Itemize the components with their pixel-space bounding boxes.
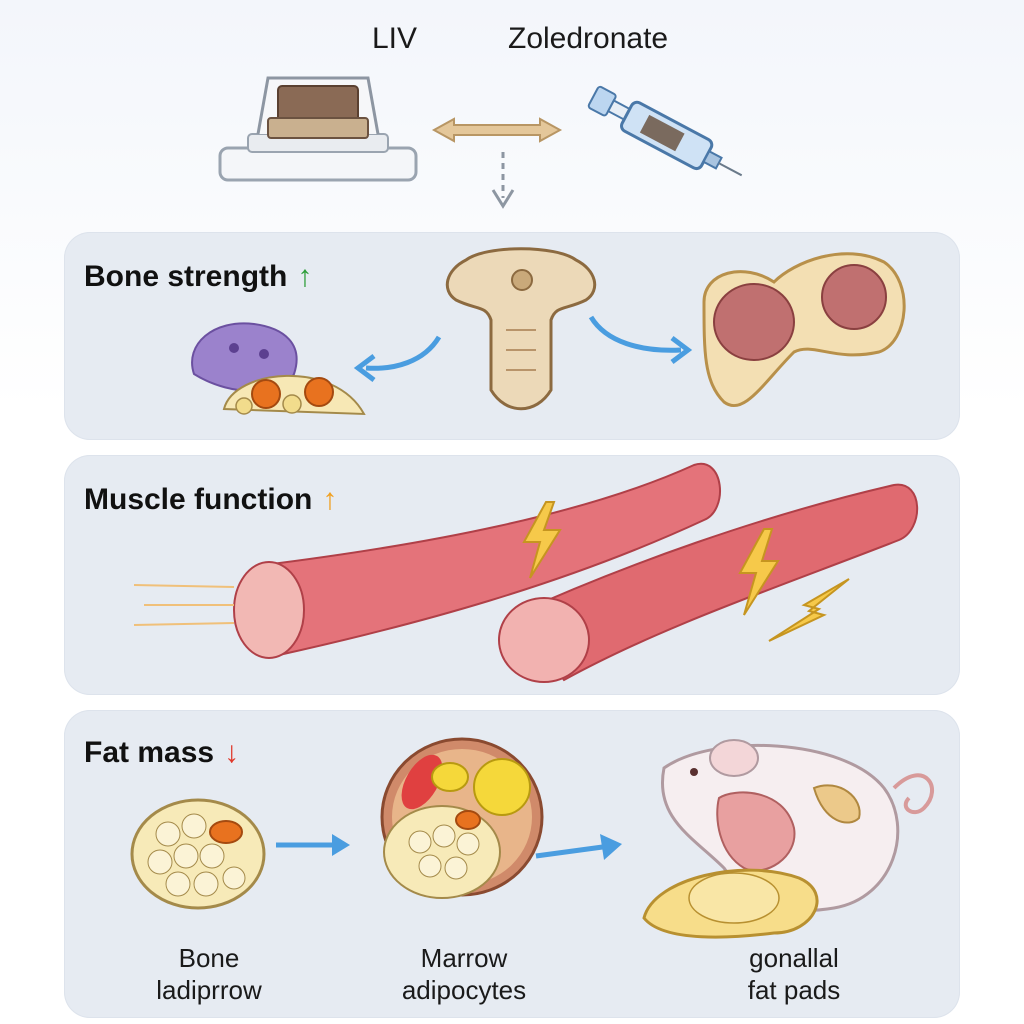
caption-marrow-adipocytes: Marrow adipocytes (374, 942, 554, 1006)
marrow-adipocyte-icon (380, 737, 544, 899)
lightning-icon (768, 578, 850, 642)
fat-mass-label: Fat mass (84, 736, 215, 769)
vertebra-icon (445, 247, 597, 411)
lightning-icon (522, 501, 562, 579)
adipocyte-cluster-icon (130, 798, 266, 910)
muscle-function-title: Muscle function ↑ (84, 483, 337, 517)
right-blue-arrow-icon (276, 834, 350, 856)
syringe-icon (587, 85, 743, 177)
zoledronate-label: Zoledronate (508, 22, 669, 55)
left-blue-arrow-icon (353, 335, 442, 382)
fat-mass-title: Fat mass ↓ (84, 736, 239, 770)
caption-marrow-adipocytes-line1: Marrow (420, 943, 508, 973)
femur-cross-section-icon (702, 252, 906, 408)
down-arrow-red-icon: ↓ (224, 736, 240, 769)
fat-mass-panel: Fat mass ↓ (64, 710, 960, 1018)
bone-strength-title: Bone strength ↑ (84, 260, 312, 294)
up-arrow-green-icon: ↑ (297, 260, 313, 293)
caption-bone-marrow-line1: Bone (178, 943, 240, 973)
caption-bone-marrow: Bone ladiprrow (124, 942, 294, 1006)
muscle-function-label: Muscle function (84, 483, 313, 516)
bone-strength-panel: Bone strength ↑ (64, 232, 960, 440)
lightning-icon (738, 528, 780, 616)
caption-marrow-adipocytes-line2: adipocytes (401, 975, 527, 1005)
up-arrow-orange-icon: ↑ (322, 483, 338, 516)
link-double-arrow (431, 117, 563, 143)
osteoclast-icon (191, 322, 366, 416)
right-blue-arrow-icon (535, 834, 622, 860)
caption-bone-marrow-line2: ladiprrow (156, 975, 262, 1005)
right-blue-arrow-icon (588, 315, 693, 364)
muscle-function-panel: Muscle function ↑ (64, 455, 960, 695)
caption-gonadal-fat-pads-line2: fat pads (747, 975, 841, 1005)
caption-gonadal-fat-pads-line1: gonallal (749, 943, 839, 973)
muscle-fiber-icon (133, 462, 919, 683)
caption-gonadal-fat-pads: gonallal fat pads (704, 942, 884, 1006)
down-arrow-icon (491, 152, 515, 209)
bone-strength-label: Bone strength (84, 260, 288, 293)
vibration-platform-icon (218, 76, 418, 182)
mouse-icon (642, 739, 935, 939)
liv-label: LIV (372, 22, 418, 55)
